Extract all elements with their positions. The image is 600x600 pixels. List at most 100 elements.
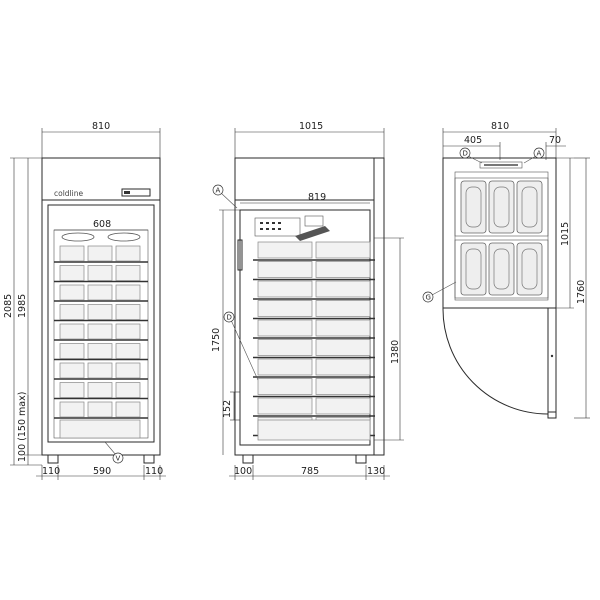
front-tray — [59, 382, 85, 398]
top-offset-right-label: 70 — [549, 135, 561, 146]
callout-g-top-circle — [422, 291, 434, 303]
front-tray — [115, 265, 141, 281]
callout-d-top-label: D — [463, 150, 468, 158]
pan-inner — [465, 248, 482, 290]
side-tray-back — [315, 319, 371, 337]
side-tray-front — [257, 358, 313, 376]
front-bottom-tray — [59, 419, 141, 439]
side-view: 1015 819 A D 1750 — [211, 121, 404, 480]
pan-inner — [521, 248, 538, 290]
pan-tray-outline — [454, 177, 549, 237]
side-tray-front — [257, 241, 313, 259]
front-leg-right — [143, 454, 155, 464]
top-open-depth-label: 1760 — [576, 280, 587, 304]
front-tray — [115, 304, 141, 320]
control-panel-display — [121, 188, 151, 197]
callout-v-circle — [112, 452, 124, 464]
front-tray — [115, 382, 141, 398]
side-bottom-tray — [257, 419, 371, 441]
top-cabinet-outline — [442, 157, 557, 309]
side-tray-back — [315, 397, 371, 415]
door-handle — [237, 239, 243, 271]
callout-a-side-circle — [212, 184, 224, 196]
front-tray — [59, 343, 85, 359]
side-tray-back — [315, 300, 371, 317]
side-right-height-label: 1380 — [390, 340, 401, 364]
side-tray-front — [257, 261, 313, 278]
front-foot-right-label: 110 — [145, 466, 163, 477]
gastronorm-pan — [460, 242, 487, 296]
callout-a-top-circle — [533, 147, 545, 159]
front-leg-height-label: 100 (150 max) — [17, 392, 28, 462]
callout-g-top-label: G — [426, 294, 431, 302]
front-tray — [59, 265, 85, 281]
top-view: 810 405 70 D A G 1015 — [422, 121, 590, 419]
front-tray — [115, 362, 141, 379]
callout-d-side-label: D — [227, 314, 232, 322]
side-foot-left-label: 100 — [234, 466, 252, 477]
callout-v-label: V — [116, 455, 121, 463]
side-tray-back — [315, 241, 371, 259]
top-depth-label: 1015 — [560, 222, 571, 246]
front-tray — [115, 323, 141, 340]
evaporator-fan-icon — [295, 226, 330, 241]
front-tray — [59, 401, 85, 418]
side-tray-front — [257, 319, 313, 337]
top-width-label: 810 — [491, 121, 509, 132]
side-foot-mid-label: 785 — [301, 466, 319, 477]
side-tray-front — [257, 280, 313, 298]
callout-a-top-label: A — [537, 150, 542, 158]
callout-d-top-circle — [459, 147, 471, 159]
front-foot-mid-label: 590 — [93, 466, 111, 477]
front-width-label: 810 — [92, 121, 110, 132]
front-view: 810 coldline 608 V 2085 1985 — [3, 121, 166, 480]
front-tray — [87, 401, 113, 418]
gastronorm-pan — [460, 180, 487, 234]
gastronorm-pans — [454, 177, 549, 299]
front-tray — [59, 304, 85, 320]
brand-logo-text: coldline — [54, 189, 83, 198]
front-tray — [59, 323, 85, 340]
gastronorm-pan — [516, 180, 543, 234]
front-tray — [59, 362, 85, 379]
front-tray — [87, 304, 113, 320]
front-tray — [59, 284, 85, 301]
front-shelves — [54, 245, 148, 439]
front-tray — [115, 245, 141, 262]
gastronorm-pan — [488, 242, 515, 296]
front-tray — [59, 245, 85, 262]
side-tray-front — [257, 300, 313, 317]
front-tray — [115, 284, 141, 301]
gastronorm-pan — [488, 180, 515, 234]
side-inner-depth-label: 819 — [308, 192, 326, 203]
front-tray — [115, 401, 141, 418]
front-tray — [87, 323, 113, 340]
pan-inner — [521, 186, 538, 228]
front-total-height-label: 2085 — [3, 294, 14, 318]
gastronorm-pan — [516, 242, 543, 296]
side-leg-left — [242, 454, 254, 464]
front-tray — [87, 343, 113, 359]
front-door-glass — [47, 204, 155, 443]
callout-a-side-label: A — [216, 187, 221, 195]
front-tray — [87, 382, 113, 398]
callout-d-side-circle — [223, 311, 235, 323]
side-cabinet-body — [234, 157, 385, 456]
evaporator-unit — [254, 217, 301, 237]
front-cabinet-body — [41, 157, 161, 456]
door-swing-arc — [442, 307, 549, 415]
fan-right-icon — [107, 232, 141, 242]
side-foot-right-label: 130 — [367, 466, 385, 477]
side-tray-front — [257, 339, 313, 356]
side-tray-back — [315, 339, 371, 356]
side-depth-label: 1015 — [299, 121, 323, 132]
front-tray — [115, 343, 141, 359]
top-vent — [479, 161, 523, 169]
side-tray-back — [315, 280, 371, 298]
pan-tray-outline — [454, 239, 549, 299]
side-shelf-gap-label: 152 — [222, 400, 233, 418]
side-tray-back — [315, 378, 371, 395]
side-tray-back — [315, 261, 371, 278]
front-body-height-label: 1985 — [17, 294, 28, 318]
